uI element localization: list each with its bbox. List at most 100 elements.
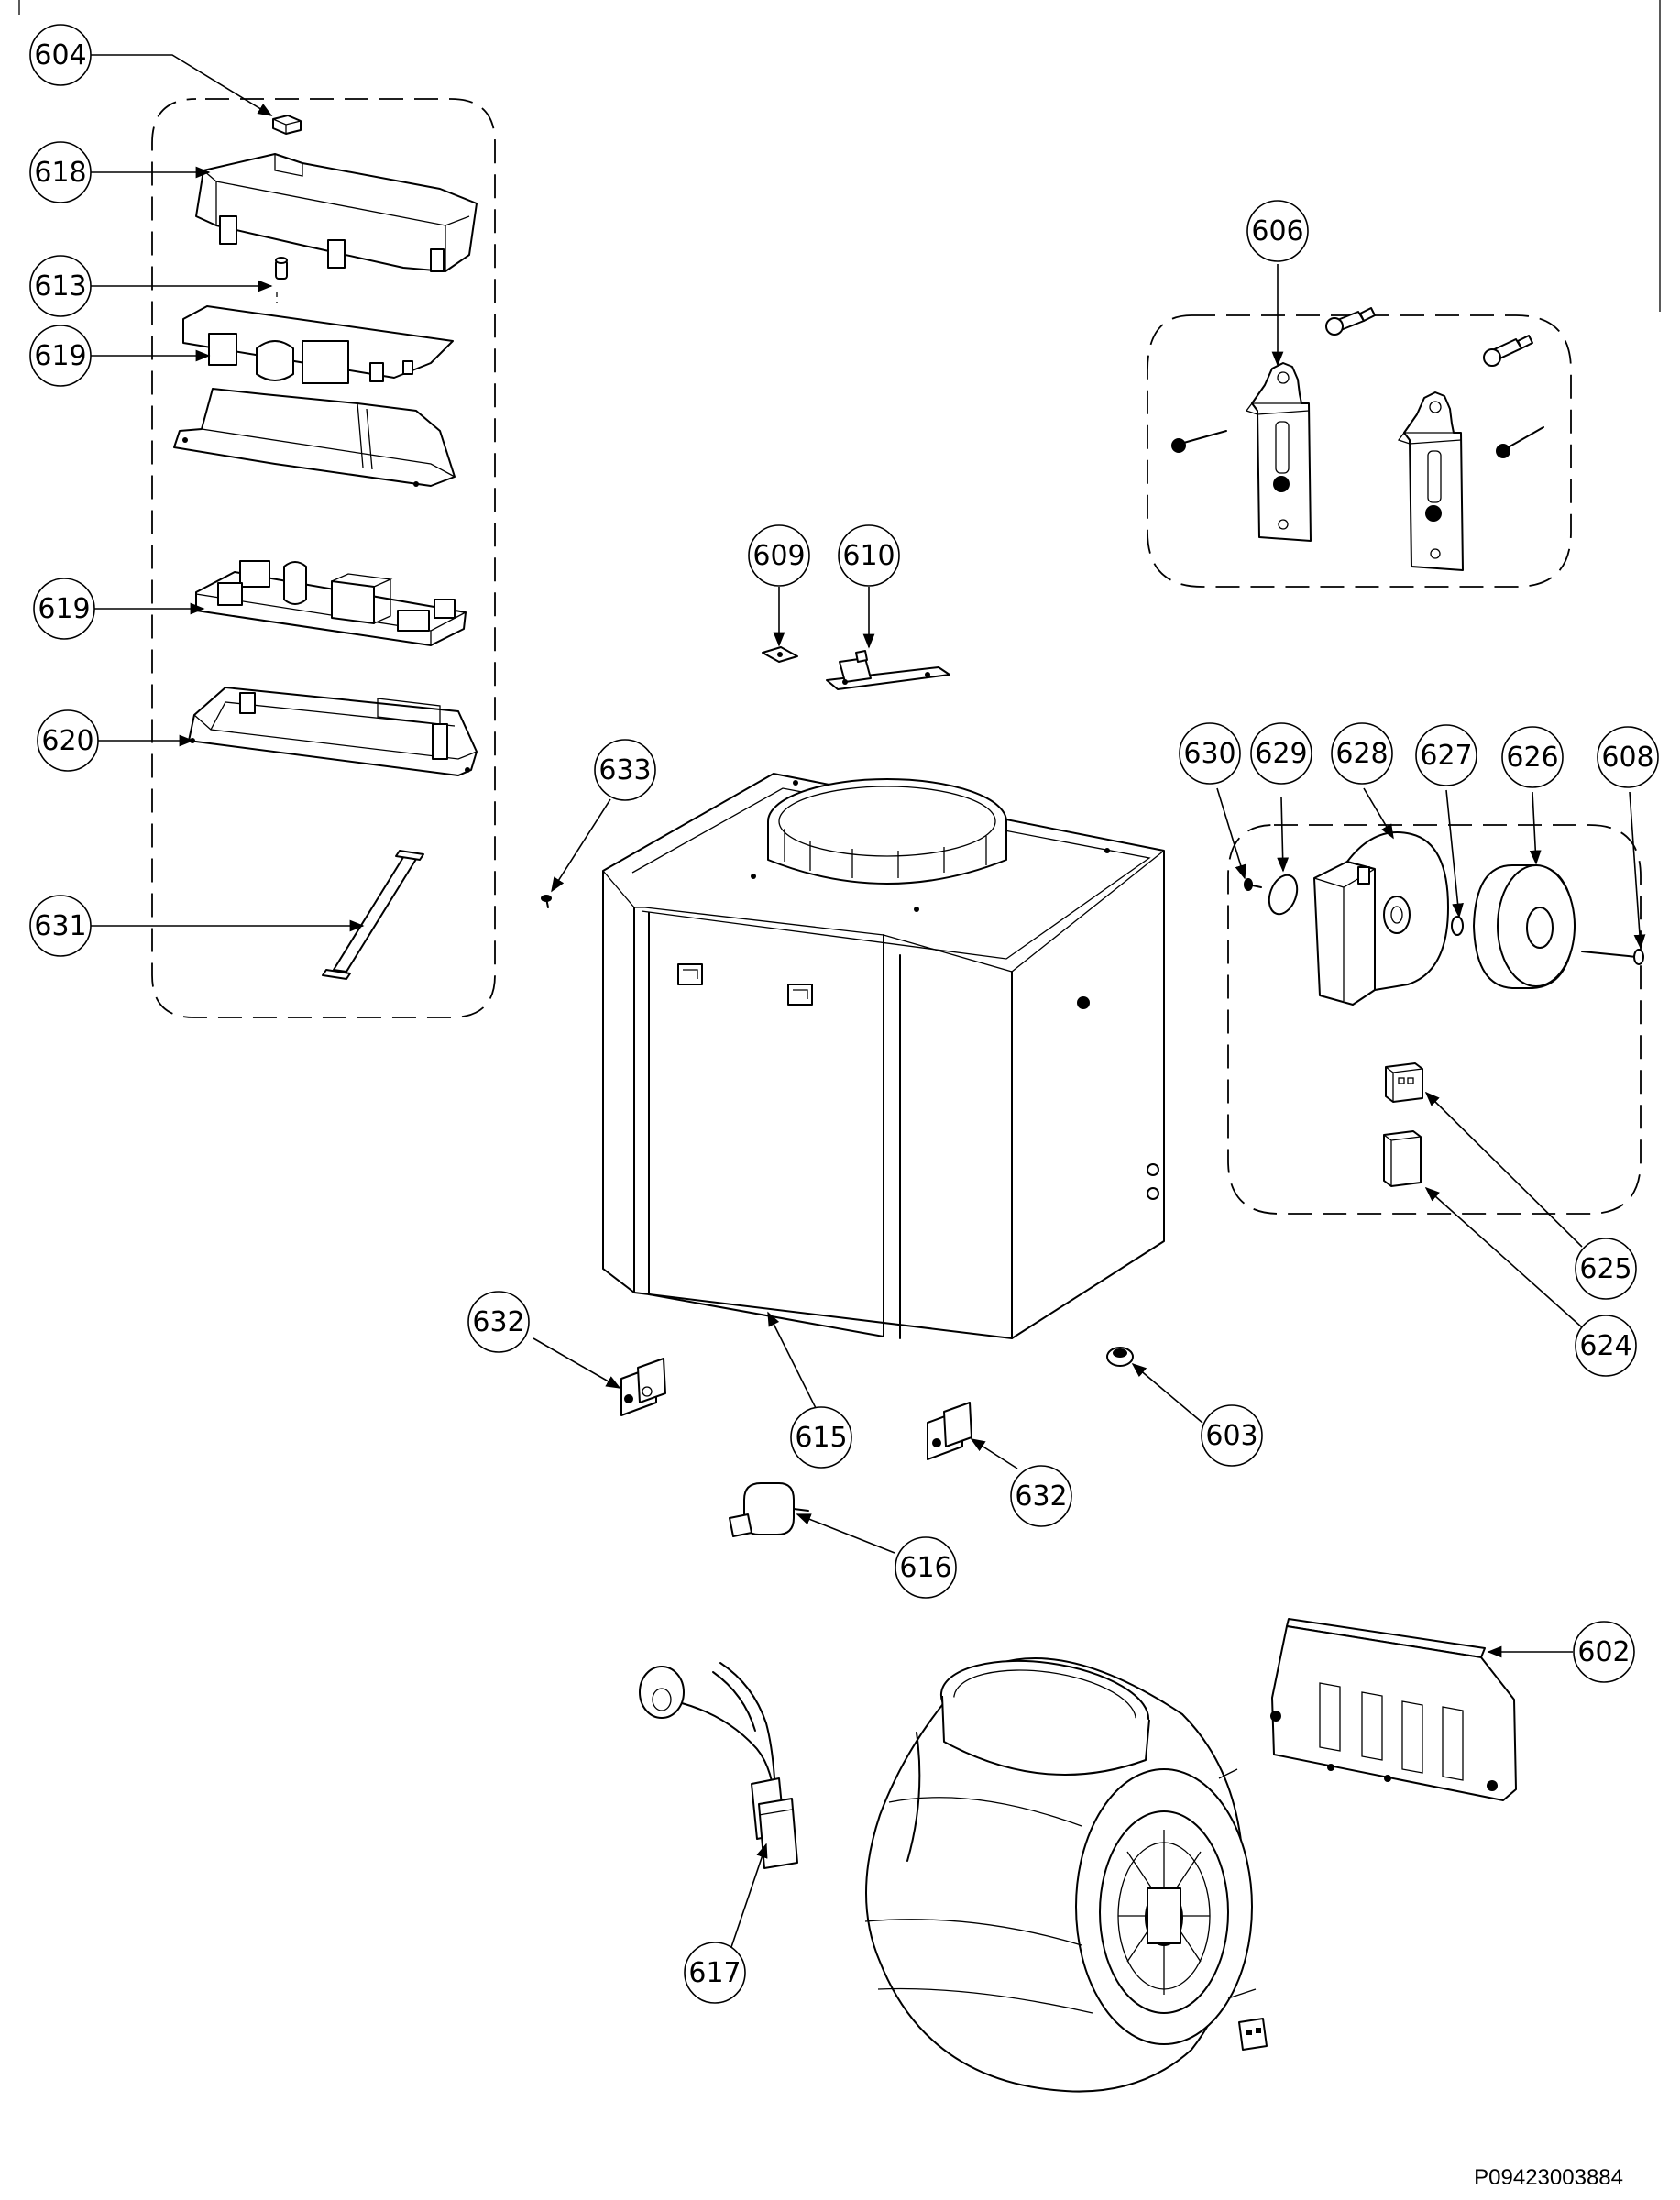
callout-617: 617: [684, 1942, 746, 2004]
part-618-housing: [195, 153, 478, 272]
document-id: P09423003884: [1474, 2165, 1623, 2190]
callout-circle: [1250, 722, 1312, 785]
callout-circle: [1201, 1404, 1263, 1467]
callout-circle: [1246, 200, 1309, 262]
callout-610: 610: [838, 524, 900, 587]
part-625-connector: [1385, 1062, 1423, 1103]
part-629-disc: [1268, 874, 1299, 916]
callout-circle: [1575, 1314, 1637, 1377]
callout-circle: [1501, 726, 1564, 788]
part-619-lower-plate: [173, 388, 456, 487]
callout-number: 609: [752, 540, 805, 572]
part-613-pin: [275, 257, 288, 280]
callout-629: 629: [1250, 722, 1312, 785]
part-632-clip-right: [927, 1402, 972, 1460]
callout-number: 620: [41, 725, 93, 757]
part-620-tray: [188, 687, 478, 776]
callout-circle: [1010, 1465, 1072, 1527]
callout-630: 630: [1179, 722, 1241, 785]
callout-number: 625: [1579, 1253, 1631, 1285]
callout-613: 613: [29, 255, 92, 317]
callout-632: 632: [1010, 1465, 1072, 1527]
callout-circle: [29, 141, 92, 204]
callout-circle: [33, 578, 95, 640]
part-609-plate: [762, 646, 798, 663]
callout-number: 602: [1577, 1636, 1630, 1668]
part-624-connector: [1383, 1130, 1422, 1187]
callout-603: 603: [1201, 1404, 1263, 1467]
callout-631: 631: [29, 895, 92, 957]
callout-number: 631: [34, 910, 86, 942]
callout-624: 624: [1575, 1314, 1637, 1377]
callout-number: 604: [34, 39, 86, 72]
part-632-clip-left: [620, 1358, 666, 1416]
callout-number: 630: [1183, 738, 1235, 770]
callout-number: 618: [34, 157, 86, 189]
callout-circle: [37, 710, 99, 772]
callout-circle: [1597, 726, 1659, 788]
callout-circle: [838, 524, 900, 587]
callout-number: 615: [795, 1422, 847, 1454]
callout-circle: [29, 324, 92, 387]
callout-number: 603: [1205, 1420, 1257, 1452]
callout-number: 619: [38, 593, 90, 625]
callout-number: 628: [1335, 738, 1388, 770]
callout-number: 619: [34, 340, 86, 372]
callout-circle: [1575, 1238, 1637, 1300]
part-628-motor: [1313, 831, 1449, 1006]
part-608-bolt: [1581, 949, 1644, 965]
part-633-screw: [541, 895, 552, 908]
callout-number: 632: [472, 1306, 524, 1338]
callout-number: 632: [1015, 1480, 1067, 1512]
part-626-capacitor: [1473, 864, 1576, 989]
callout-615: 615: [790, 1406, 852, 1468]
control-assembly-group: [151, 98, 496, 1018]
callout-circle: [1415, 724, 1477, 786]
callout-circle: [29, 24, 92, 86]
blower-fan-assembly: [864, 1657, 1268, 2093]
callout-602: 602: [1573, 1621, 1635, 1683]
callout-circle: [895, 1536, 957, 1599]
callout-circle: [1331, 722, 1393, 785]
part-616-switch: [729, 1482, 809, 1537]
part-604-cap: [272, 115, 302, 135]
callout-number: 610: [842, 540, 895, 572]
callout-labels: 604 618 613 619 619 620 631 606 609 610 633 630 629 6…: [29, 24, 1659, 2004]
callout-609: 609: [748, 524, 810, 587]
callout-circle: [1573, 1621, 1635, 1683]
part-602-plate: [1270, 1618, 1517, 1801]
callout-628: 628: [1331, 722, 1393, 785]
callout-circle: [29, 895, 92, 957]
bracket-left: [1245, 362, 1312, 542]
callout-618: 618: [29, 141, 92, 204]
bracket-right: [1397, 391, 1464, 571]
part-610-bracket: [826, 650, 950, 690]
callout-circle: [748, 524, 810, 587]
callout-626: 626: [1501, 726, 1564, 788]
callout-circle: [684, 1942, 746, 2004]
callout-number: 626: [1506, 742, 1558, 774]
callout-circle: [29, 255, 92, 317]
callout-number: 617: [688, 1957, 741, 1989]
callout-633: 633: [594, 739, 656, 801]
callout-608: 608: [1597, 726, 1659, 788]
callout-circle: [467, 1291, 530, 1353]
motor-parts-group: [1227, 824, 1644, 1215]
callout-619: 619: [33, 578, 95, 640]
callout-604: 604: [29, 24, 92, 86]
callout-632: 632: [467, 1291, 530, 1353]
callout-number: 627: [1420, 740, 1472, 772]
part-627-washer: [1451, 916, 1464, 936]
part-631-ribbon-cable: [322, 850, 424, 980]
callout-circle: [594, 739, 656, 801]
callout-625: 625: [1575, 1238, 1637, 1300]
bracket-screws: [1171, 426, 1544, 458]
callout-circle: [1179, 722, 1241, 785]
callout-606: 606: [1246, 200, 1309, 262]
part-617-cord-assembly: [639, 1662, 798, 1869]
callout-number: 616: [899, 1552, 951, 1584]
part-619-pcb: [195, 560, 467, 646]
part-619-upper-board: [182, 305, 454, 384]
callout-616: 616: [895, 1536, 957, 1599]
